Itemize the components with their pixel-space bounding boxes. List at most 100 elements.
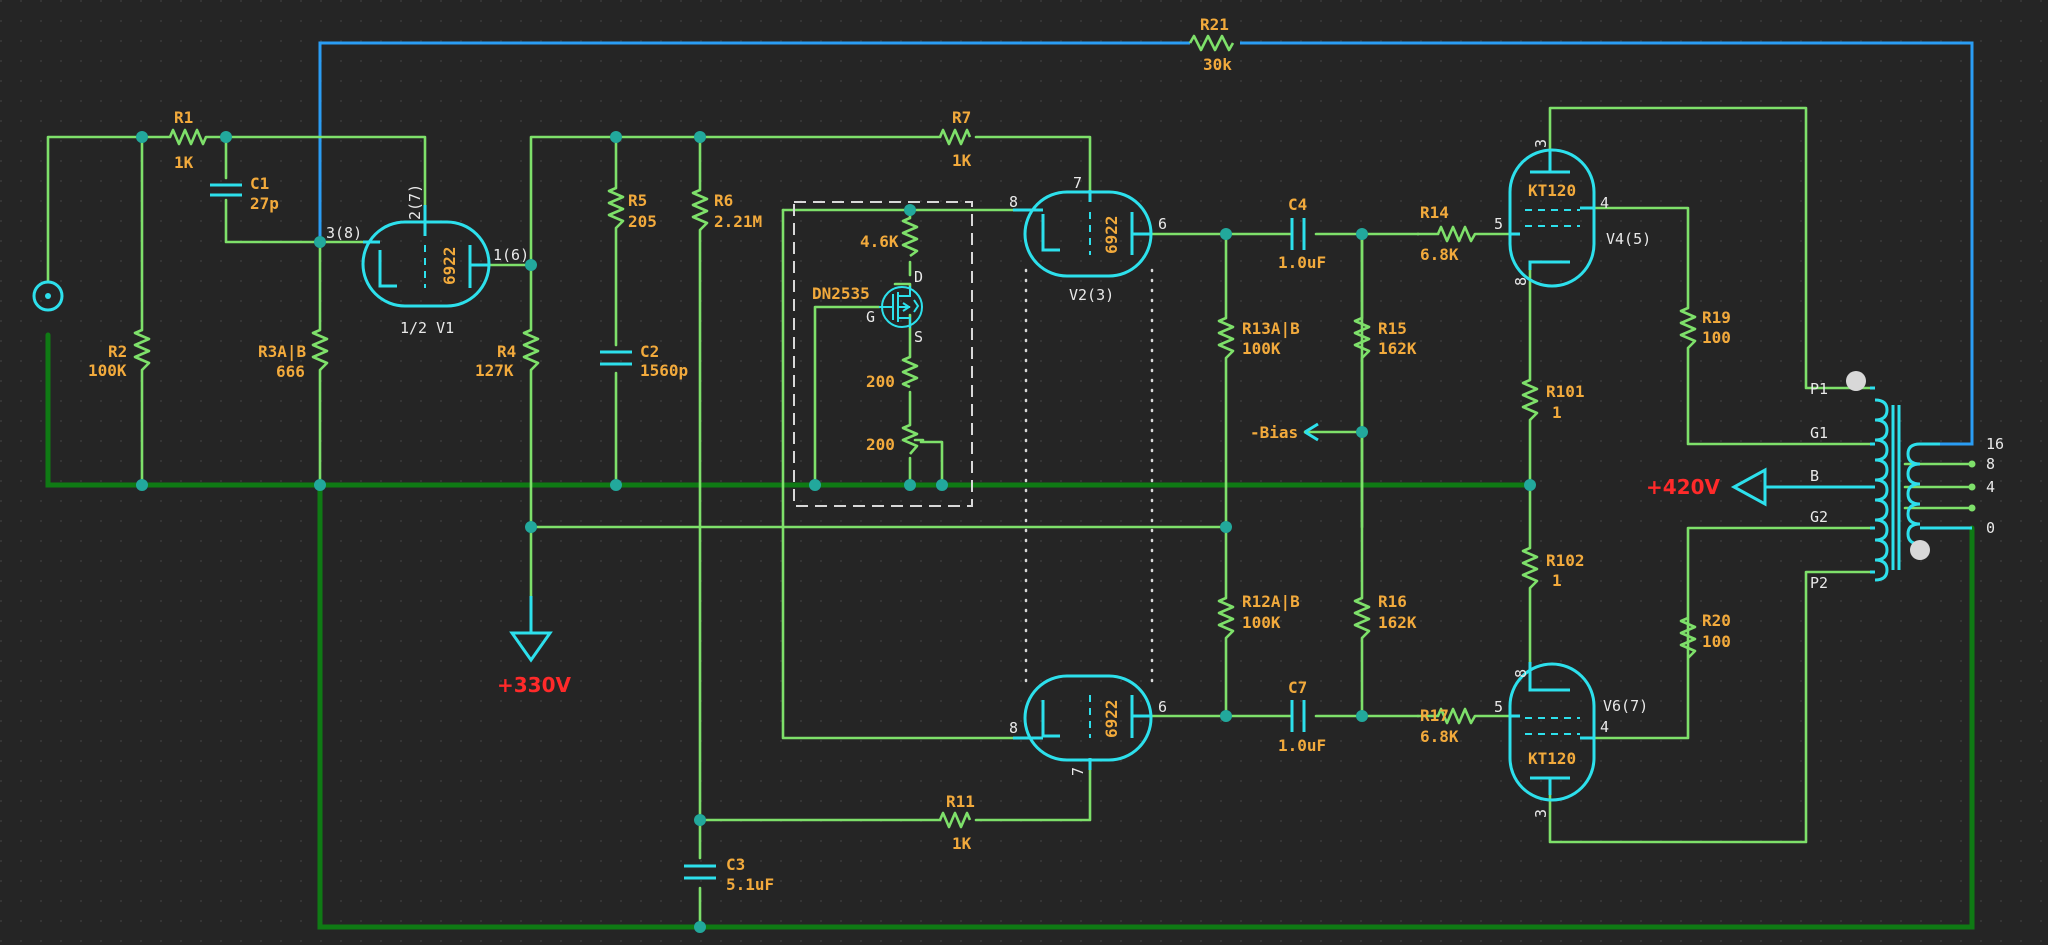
r1-ref: R1 xyxy=(174,108,193,127)
v1-pin-plate: 2(7) xyxy=(406,184,424,220)
r2-symbol[interactable] xyxy=(133,328,151,371)
bias-label: -Bias xyxy=(1250,423,1298,442)
r6-ref: R6 xyxy=(714,191,733,210)
r21-symbol[interactable] xyxy=(1188,34,1235,52)
c1-symbol[interactable] xyxy=(210,183,242,197)
c2-symbol[interactable] xyxy=(600,350,632,366)
v4-type: KT120 xyxy=(1528,181,1576,200)
r2-value: 100K xyxy=(88,361,127,380)
tube-v6-symbol[interactable] xyxy=(1508,662,1596,802)
r3-symbol[interactable] xyxy=(311,328,329,371)
input-jack-icon[interactable] xyxy=(32,280,64,312)
v2-type: 6922 xyxy=(1102,215,1121,254)
r21-ref: R21 xyxy=(1200,15,1229,34)
v2-pin-cathode: 6 xyxy=(1158,215,1167,233)
junction-nodes xyxy=(136,131,1536,933)
v2-pin-grid: 8 xyxy=(1009,193,1018,211)
v1-pin-cathode: 1(6) xyxy=(493,246,529,264)
r2-ref: R2 xyxy=(108,342,127,361)
r15-symbol[interactable] xyxy=(1353,316,1371,359)
output-transformer-symbol[interactable] xyxy=(1846,371,1976,582)
c3-symbol[interactable] xyxy=(684,864,716,880)
r12-ref: R12A|B xyxy=(1242,592,1300,612)
mosfet-source-pin: S xyxy=(914,328,923,346)
v3-type: 6922 xyxy=(1102,699,1121,738)
r19-value: 100 xyxy=(1702,328,1731,347)
mosfet-gate-pin: G xyxy=(866,308,875,326)
r12-symbol[interactable] xyxy=(1217,596,1235,639)
r16-ref: R16 xyxy=(1378,592,1407,611)
feedback-loop xyxy=(318,41,1974,446)
xfmr-tap16: 16 xyxy=(1986,435,2004,453)
r4-value: 127K xyxy=(475,361,514,380)
v4-pin-top: 3 xyxy=(1532,139,1550,148)
r11-symbol[interactable] xyxy=(938,811,972,829)
r13-ref: R13A|B xyxy=(1242,319,1300,339)
bias-arrow-icon xyxy=(1304,422,1319,442)
rs2-value: 200 xyxy=(866,435,895,454)
xfmr-tap4: 4 xyxy=(1986,478,1995,496)
rs1-symbol[interactable] xyxy=(901,355,919,389)
r101-symbol[interactable] xyxy=(1521,378,1539,421)
rs2-symbol[interactable] xyxy=(901,423,919,455)
r102-value: 1 xyxy=(1552,571,1562,590)
r5-value: 205 xyxy=(628,212,657,231)
r11-value: 1K xyxy=(952,834,972,853)
tube-v4-symbol[interactable] xyxy=(1508,148,1596,288)
r7-value: 1K xyxy=(952,151,972,170)
r14-symbol[interactable] xyxy=(1436,225,1477,243)
r13-symbol[interactable] xyxy=(1217,316,1235,359)
c7-value: 1.0uF xyxy=(1278,736,1326,755)
c7-symbol[interactable] xyxy=(1290,700,1306,732)
v1-name: 1/2 V1 xyxy=(400,319,454,337)
c2-ref: C2 xyxy=(640,342,659,361)
r16-value: 162K xyxy=(1378,613,1417,632)
c7-ref: C7 xyxy=(1288,678,1307,697)
c4-ref: C4 xyxy=(1288,195,1307,214)
xfmr-p2: P2 xyxy=(1810,574,1828,592)
xfmr-g1: G1 xyxy=(1810,424,1828,442)
r4-symbol[interactable] xyxy=(522,328,540,371)
v4-name: V4(5) xyxy=(1606,230,1651,248)
ground-bus xyxy=(45,332,1975,930)
xfmr-tap8: 8 xyxy=(1986,455,1995,473)
tube-v2-symbol[interactable] xyxy=(1013,190,1153,278)
v2-pin-plate: 7 xyxy=(1073,174,1082,192)
v6-type: KT120 xyxy=(1528,749,1576,768)
r12-value: 100K xyxy=(1242,613,1281,632)
c1-ref: C1 xyxy=(250,174,269,193)
r19-ref: R19 xyxy=(1702,308,1731,327)
mosfet-part: DN2535 xyxy=(812,284,870,303)
xfmr-p1: P1 xyxy=(1810,380,1828,398)
r1-symbol[interactable] xyxy=(168,128,208,146)
rd-value: 4.6K xyxy=(860,232,899,251)
r102-symbol[interactable] xyxy=(1521,546,1539,589)
rd-symbol[interactable] xyxy=(901,216,919,258)
mosfet-dn2535-symbol[interactable] xyxy=(879,286,923,328)
v6-name: V6(7) xyxy=(1603,697,1648,715)
plus330-supply-icon xyxy=(509,596,553,663)
r20-ref: R20 xyxy=(1702,611,1731,630)
r6-value: 2.21M xyxy=(714,212,762,231)
c4-value: 1.0uF xyxy=(1278,253,1326,272)
r16-symbol[interactable] xyxy=(1353,596,1371,639)
tube-v3-symbol[interactable] xyxy=(1013,674,1153,770)
r19-symbol[interactable] xyxy=(1679,306,1697,349)
r3-ref: R3A|B xyxy=(258,342,307,362)
r7-symbol[interactable] xyxy=(938,128,972,146)
v4-pin-right: 4 xyxy=(1600,194,1609,212)
r5-symbol[interactable] xyxy=(607,186,625,229)
v4-pin-bottom: 8 xyxy=(1512,277,1530,286)
r20-symbol[interactable] xyxy=(1679,616,1697,659)
v3-pin-cathode: 6 xyxy=(1158,698,1167,716)
r14-value: 6.8K xyxy=(1420,245,1459,264)
v3-pin-grid: 8 xyxy=(1009,719,1018,737)
r17-symbol[interactable] xyxy=(1436,707,1477,725)
tube-v1-symbol[interactable] xyxy=(361,205,491,308)
r17-value: 6.8K xyxy=(1420,727,1459,746)
plus420-label: +420V xyxy=(1646,475,1721,499)
xfmr-g2: G2 xyxy=(1810,508,1828,526)
c4-symbol[interactable] xyxy=(1290,218,1306,250)
r6-symbol[interactable] xyxy=(691,188,709,231)
